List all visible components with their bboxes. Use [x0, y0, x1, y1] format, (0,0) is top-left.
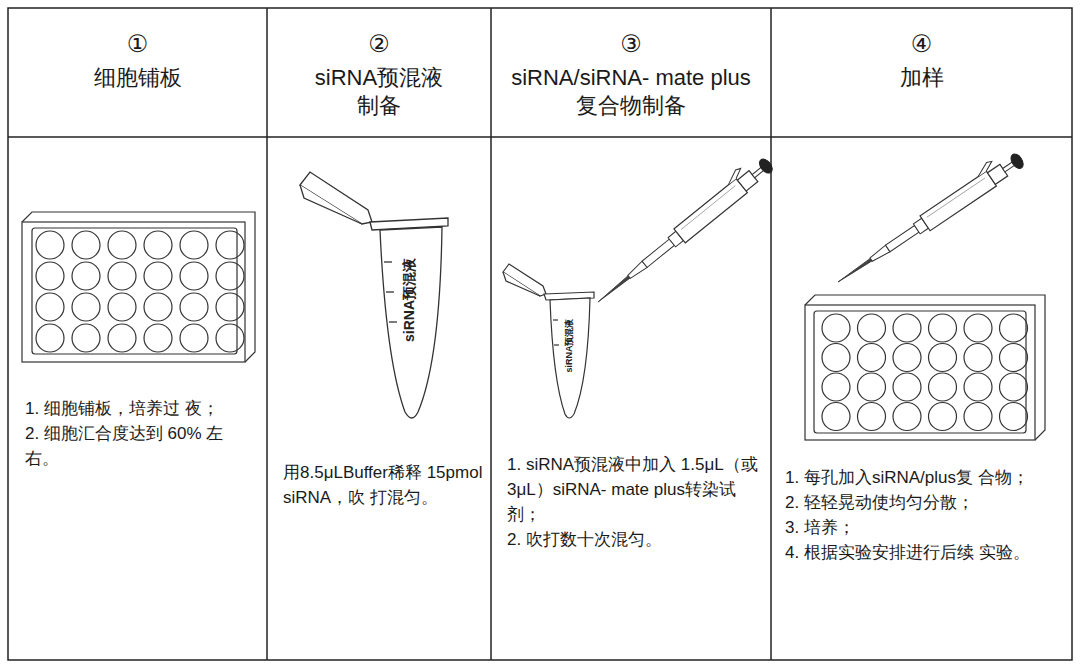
step-number: ③ — [491, 30, 771, 58]
table-cell: ③ — [491, 30, 771, 58]
table-cell: 1. siRNA预混液中加入 1.5μL（或3μL）siRNA- mate pl… — [507, 452, 759, 552]
step-note: 1. 每孔加入siRNA/plus复 合物； — [785, 465, 1063, 490]
step-title: siRNA预混液 制备 — [309, 64, 449, 120]
well — [893, 344, 921, 372]
well — [108, 324, 136, 352]
well — [964, 314, 992, 342]
well — [72, 293, 100, 321]
table-cell: 1. 每孔加入siRNA/plus复 合物；2. 轻轻晃动使均匀分散；3. 培养… — [785, 465, 1063, 565]
well — [180, 262, 208, 290]
tube-label: siRNA预混液 — [562, 318, 575, 372]
well — [144, 324, 172, 352]
tube-label: siRNA预混液 — [401, 258, 419, 342]
step-note: 用8.5μLBuffer稀释 15pmol siRNA，吹 打混匀。 — [283, 460, 483, 510]
well — [893, 373, 921, 401]
table-cell: ① — [8, 30, 267, 58]
well — [1000, 403, 1028, 431]
well — [893, 403, 921, 431]
table-cell: ② — [267, 30, 491, 58]
well — [964, 344, 992, 372]
tube — [300, 172, 448, 418]
well — [108, 293, 136, 321]
table-cell: 用8.5μLBuffer稀释 15pmol siRNA，吹 打混匀。 — [283, 460, 483, 510]
well — [144, 262, 172, 290]
step-note: 2. 细胞汇合度达到 60% 左右。 — [25, 421, 255, 471]
step-note: 2. 轻轻晃动使均匀分散； — [785, 490, 1063, 515]
table-cell: 加样 — [771, 64, 1072, 92]
step-note: 1. siRNA预混液中加入 1.5μL（或3μL）siRNA- mate pl… — [507, 452, 759, 527]
well — [108, 231, 136, 259]
well — [108, 262, 136, 290]
well — [36, 324, 64, 352]
table-cell: siRNA预混液 制备 — [309, 64, 449, 120]
step-note: 1. 细胞铺板，培养过 夜； — [25, 396, 255, 421]
step-title: 加样 — [771, 64, 1072, 92]
well — [929, 344, 957, 372]
well — [216, 293, 244, 321]
well — [216, 231, 244, 259]
well — [893, 314, 921, 342]
well-plate — [805, 295, 1045, 440]
pipette — [829, 145, 1026, 289]
well — [929, 373, 957, 401]
well — [1000, 314, 1028, 342]
well — [822, 403, 850, 431]
step-title: 细胞铺板 — [8, 64, 267, 92]
well — [72, 324, 100, 352]
well — [36, 293, 64, 321]
well — [36, 262, 64, 290]
well — [216, 262, 244, 290]
well — [858, 344, 886, 372]
step-note: 3. 培养； — [785, 515, 1063, 540]
well — [1000, 373, 1028, 401]
well — [822, 344, 850, 372]
table-grid — [8, 8, 1072, 660]
well — [216, 324, 244, 352]
well — [144, 293, 172, 321]
well — [72, 262, 100, 290]
table-cell: siRNA/siRNA- mate plus复合物制备 — [511, 64, 751, 120]
well — [180, 324, 208, 352]
well — [822, 373, 850, 401]
well — [144, 231, 172, 259]
step-number: ② — [267, 30, 491, 58]
well — [822, 314, 850, 342]
step-note: 4. 根据实验安排进行后续 实验。 — [785, 540, 1063, 565]
well — [180, 231, 208, 259]
well — [1000, 344, 1028, 372]
step-number: ① — [8, 30, 267, 58]
well — [180, 293, 208, 321]
well — [929, 403, 957, 431]
well — [858, 314, 886, 342]
well — [964, 373, 992, 401]
well — [858, 373, 886, 401]
well — [72, 231, 100, 259]
table-cell: 细胞铺板 — [8, 64, 267, 92]
well-plate — [22, 212, 255, 362]
well — [964, 403, 992, 431]
step-note: 2. 吹打数十次混匀。 — [507, 527, 759, 552]
well — [858, 403, 886, 431]
table-cell: ④ — [771, 30, 1072, 58]
pipette — [588, 150, 775, 309]
well — [36, 231, 64, 259]
step-title: siRNA/siRNA- mate plus复合物制备 — [511, 64, 751, 120]
step-number: ④ — [771, 30, 1072, 58]
table-cell: 1. 细胞铺板，培养过 夜；2. 细胞汇合度达到 60% 左右。 — [25, 396, 255, 471]
tube — [503, 264, 594, 418]
well — [929, 314, 957, 342]
